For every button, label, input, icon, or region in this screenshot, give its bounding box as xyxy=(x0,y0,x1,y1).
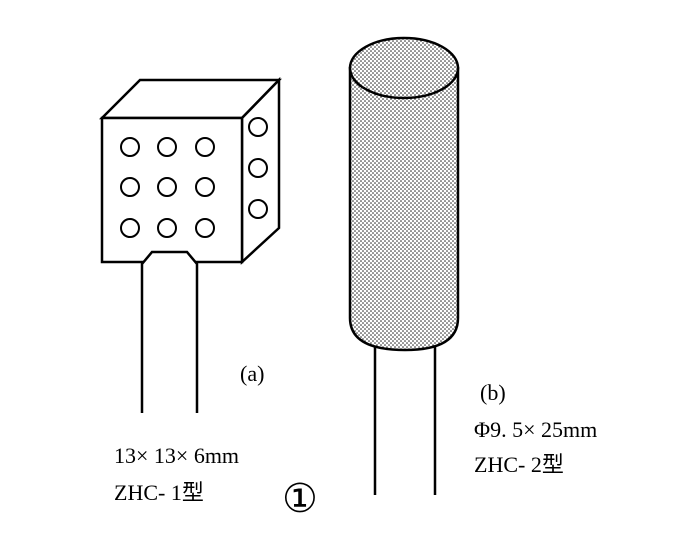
dimensions-a: 13× 13× 6mm xyxy=(114,443,239,468)
model-b: ZHC- 2型 xyxy=(474,452,564,477)
cylinder-lead-b xyxy=(373,330,437,495)
cylinder-top-face xyxy=(348,36,460,100)
model-a: ZHC- 1型 xyxy=(114,480,204,505)
index-mark: ① xyxy=(282,476,318,521)
cube-side-holes xyxy=(248,117,268,219)
dimensions-b: Φ9. 5× 25mm xyxy=(474,417,597,442)
cylinder-body xyxy=(348,66,460,352)
label-a: (a) xyxy=(240,361,264,386)
cylinder-sensor-b xyxy=(348,36,460,352)
cube-front-holes xyxy=(120,137,215,238)
cube-lead-a xyxy=(140,250,199,413)
label-b: (b) xyxy=(480,380,506,405)
